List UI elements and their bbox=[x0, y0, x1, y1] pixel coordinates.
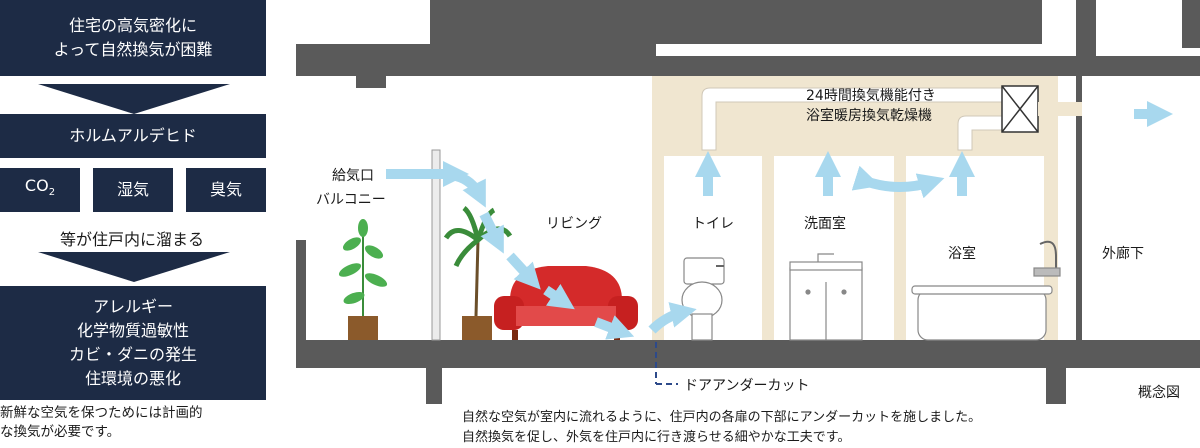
balcony-pipe bbox=[431, 149, 441, 341]
formaldehyde-box: ホルムアルデヒド bbox=[0, 114, 266, 158]
bathroom-label: 浴室 bbox=[948, 245, 976, 262]
down-arrow-1-icon bbox=[38, 84, 230, 114]
fan-label-2: 浴室暖房換気乾燥機 bbox=[806, 107, 932, 124]
caption-line-2: 自然換気を促し、外気を住戸内に行き渡らせる細やかな工夫です。 bbox=[462, 430, 851, 445]
washroom-label: 洗面室 bbox=[804, 215, 846, 232]
undercut-label: ドアアンダーカット bbox=[684, 378, 809, 394]
accumulate-text: 等が住戸内に溜まる bbox=[60, 230, 205, 249]
airtight-line-2: よって自然換気が困難 bbox=[53, 40, 213, 59]
problem-flowchart: 住宅の高気密化に よって自然換気が困難 ホルムアルデヒド CO2 湿気 臭気 等… bbox=[0, 0, 270, 448]
conclusion-line-1: 新鮮な空気を保つためには計画的 bbox=[0, 405, 203, 421]
effects-box: アレルギー 化学物質過敏性 カビ・ダニの発生 住環境の悪化 bbox=[0, 286, 266, 400]
balcony-label: バルコニー bbox=[316, 192, 386, 208]
airflow-arrows bbox=[386, 101, 1173, 340]
washbasin bbox=[789, 253, 863, 341]
toilet bbox=[681, 257, 725, 341]
caption-line-1: 自然な空気が室内に流れるように、住戸内の各扉の下部にアンダーカットを施しました。 bbox=[462, 410, 982, 425]
formaldehyde-label: ホルムアルデヒド bbox=[69, 126, 197, 145]
conclusion-line-2: な換気が必要です。 bbox=[0, 424, 121, 440]
effect-environment: 住環境の悪化 bbox=[84, 369, 181, 388]
toilet-label: トイレ bbox=[692, 216, 734, 232]
ventilation-cross-section: 給気口 バルコニー リビング トイレ 洗面室 浴室 外廊下 24時間換気機能付き… bbox=[296, 0, 1200, 404]
humidity-box: 湿気 bbox=[93, 168, 173, 212]
airtight-line-1: 住宅の高気密化に bbox=[68, 16, 197, 35]
corridor-label: 外廊下 bbox=[1102, 245, 1144, 262]
concept-label: 概念図 bbox=[1138, 385, 1180, 401]
airtight-box: 住宅の高気密化に よって自然換気が困難 bbox=[0, 0, 266, 76]
effect-mold: カビ・ダニの発生 bbox=[68, 345, 197, 364]
caption: 自然な空気が室内に流れるように、住戸内の各扉の下部にアンダーカットを施しました。… bbox=[462, 408, 981, 448]
co2-label: CO2 bbox=[24, 176, 56, 199]
exhaust-duct bbox=[701, 87, 1003, 151]
undercut-arrow bbox=[648, 302, 697, 334]
odor-label: 臭気 bbox=[209, 180, 242, 199]
effect-allergy: アレルギー bbox=[92, 297, 173, 316]
effect-chemical: 化学物質過敏性 bbox=[76, 321, 189, 340]
odor-box: 臭気 bbox=[186, 168, 266, 212]
fan-label-1: 24時間換気機能付き bbox=[806, 88, 936, 104]
bathtub bbox=[911, 240, 1061, 341]
intake-label: 給気口 bbox=[332, 168, 374, 184]
down-arrow-2-icon bbox=[38, 252, 230, 282]
conclusion-text: 新鮮な空気を保つためには計画的 な換気が必要です。 bbox=[0, 404, 268, 442]
balcony-plant bbox=[338, 219, 388, 340]
living-label: リビング bbox=[546, 216, 602, 232]
humidity-label: 湿気 bbox=[116, 180, 149, 199]
circulation-arrow bbox=[851, 165, 945, 199]
building-structure bbox=[296, 0, 1200, 404]
co2-box: CO2 bbox=[0, 168, 80, 212]
